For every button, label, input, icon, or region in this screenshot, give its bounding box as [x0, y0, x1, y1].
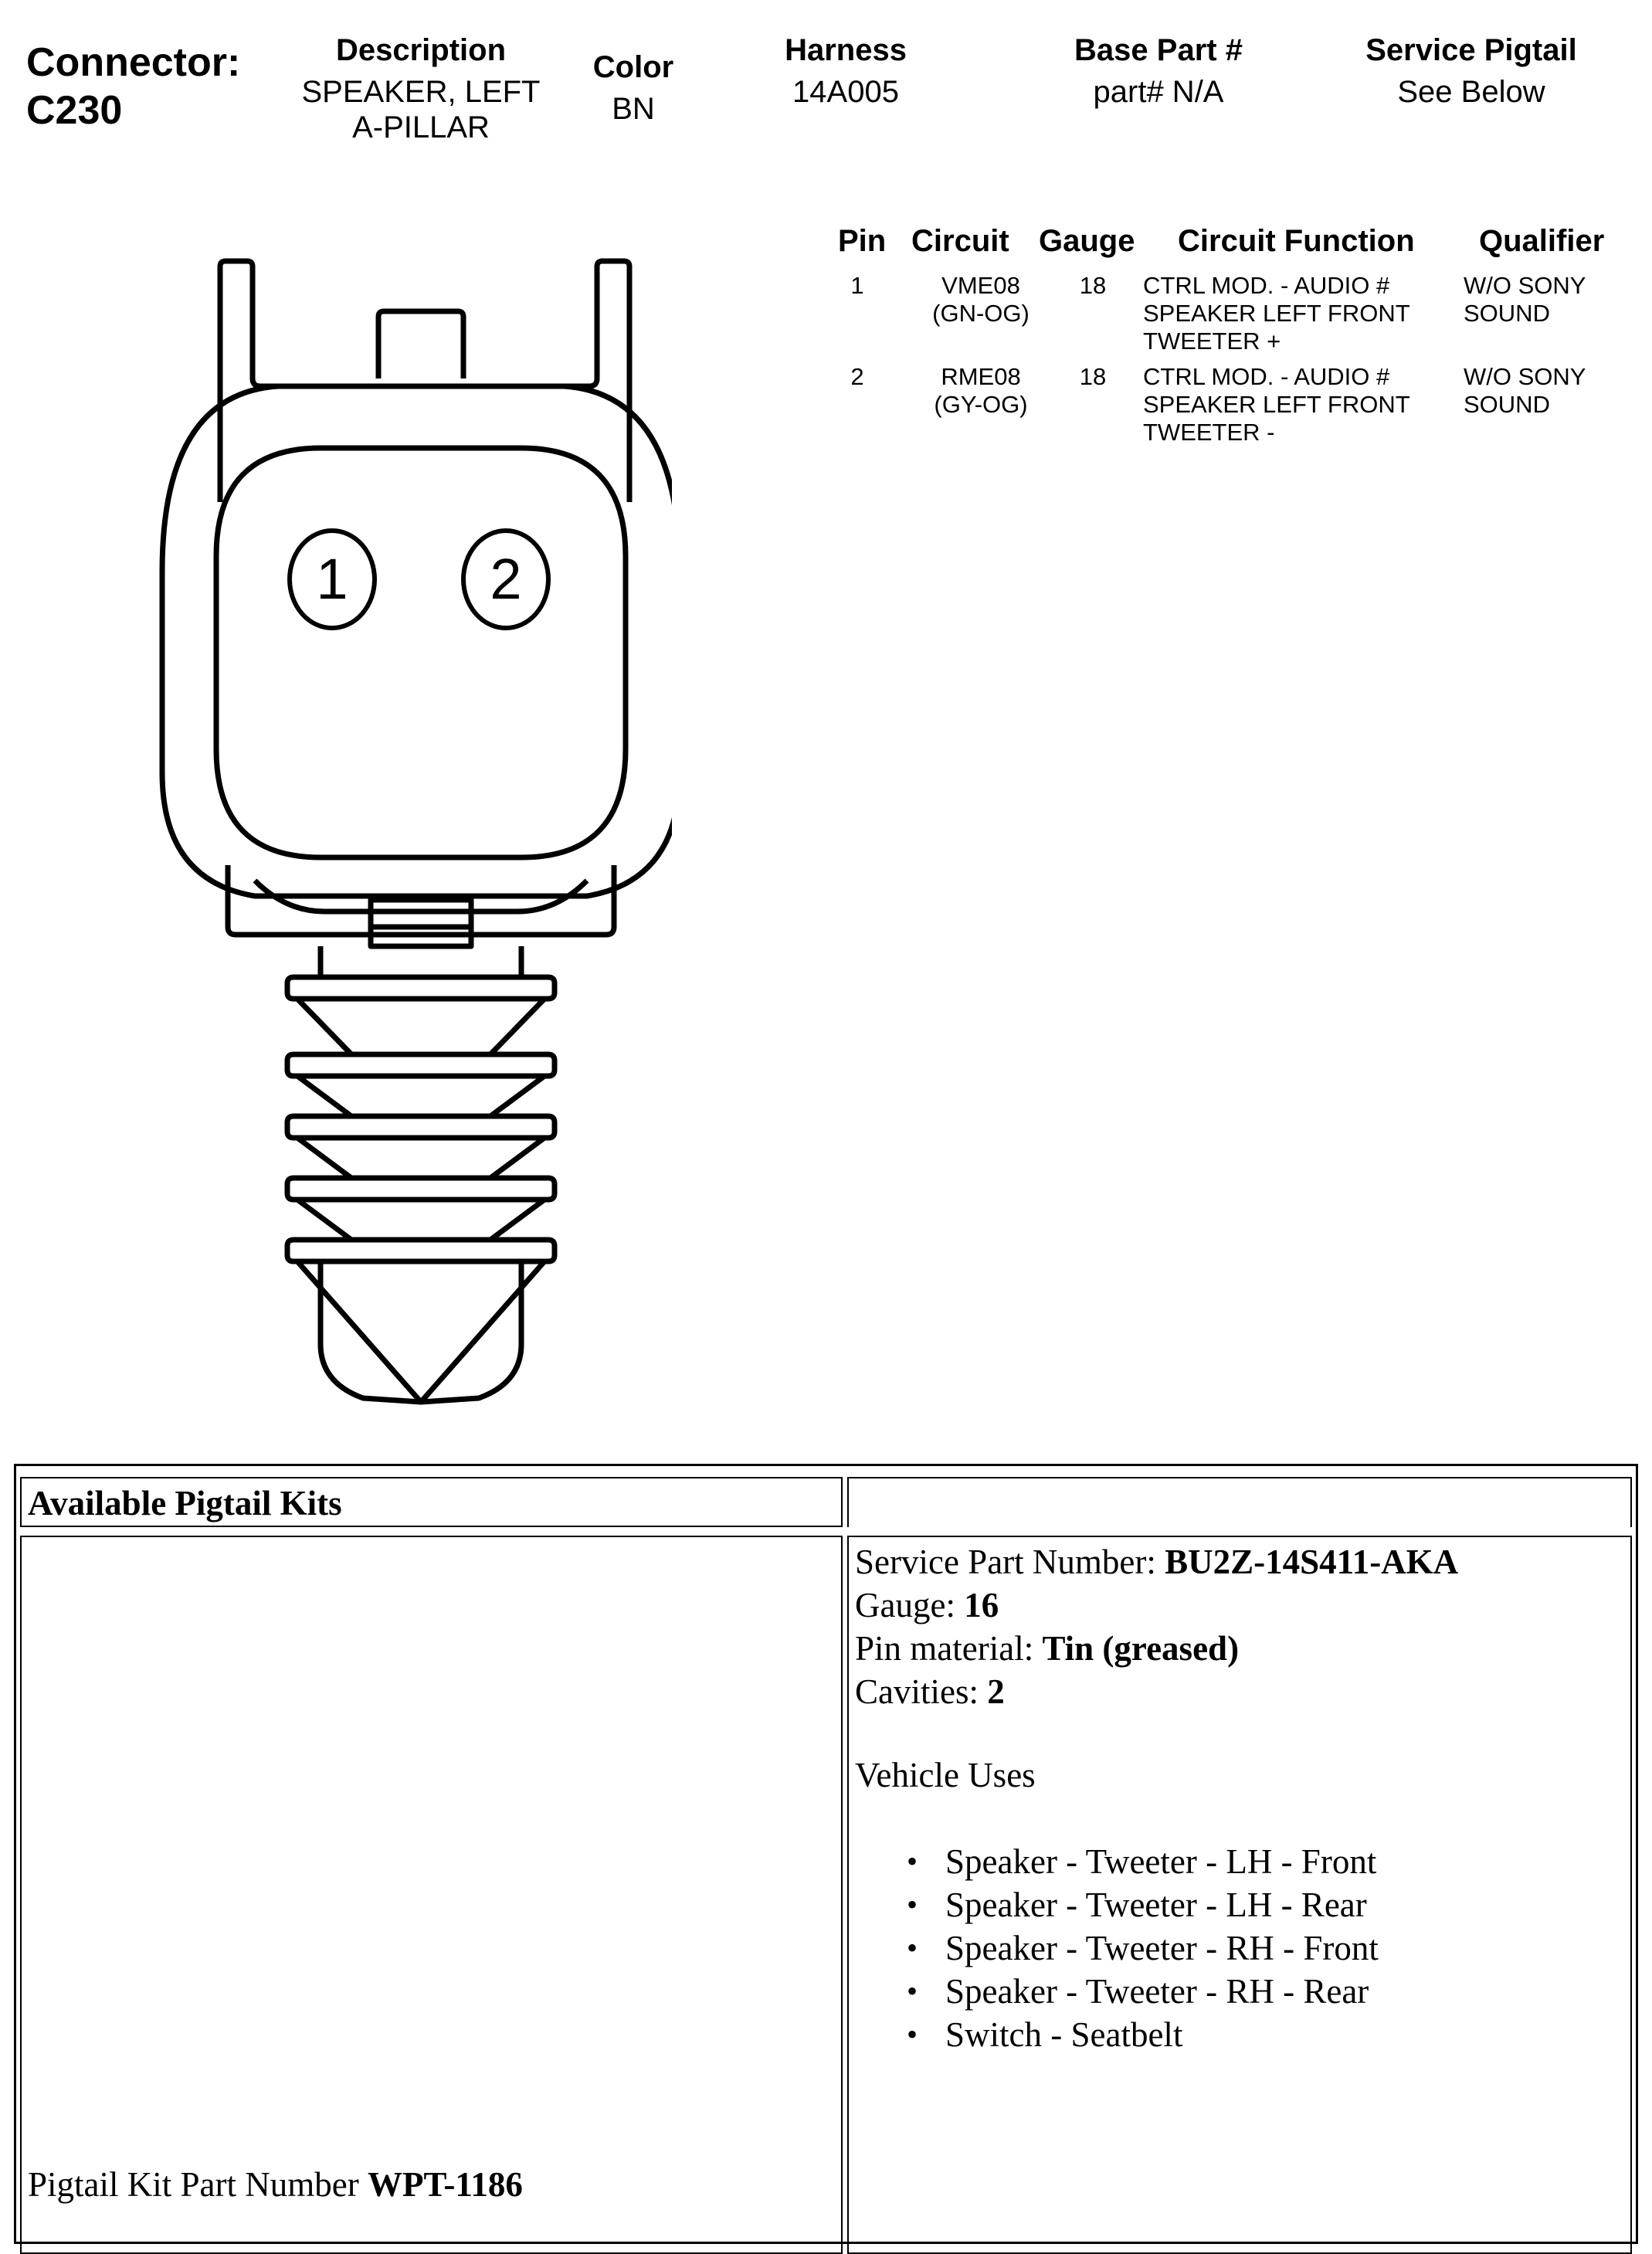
service-part-number: Service Part Number: BU2Z-14S411-AKA: [855, 1540, 1458, 1584]
gauge-spec: Gauge: 16: [855, 1584, 1458, 1627]
function-line: TWEETER -: [1143, 419, 1275, 446]
cavities-spec: Cavities: 2: [855, 1670, 1458, 1713]
pin-2-cavity: 2: [461, 528, 551, 630]
function-line: TWEETER +: [1143, 328, 1281, 355]
pigtail-image-cell: Pigtail Kit Part Number WPT-1186: [20, 1536, 843, 2254]
description-value-line2: A-PILLAR: [352, 110, 490, 144]
pigtail-kit-part-number: Pigtail Kit Part Number WPT-1186: [28, 2164, 523, 2205]
service-part-label: Service Part Number:: [855, 1543, 1165, 1581]
pin-material-label: Pin material:: [855, 1629, 1043, 1668]
list-item: Speaker - Tweeter - LH - Rear: [907, 1883, 1379, 1926]
pin-number: 2: [850, 363, 864, 390]
description-value-line1: SPEAKER, LEFT: [301, 75, 541, 109]
cavities-label: Cavities:: [855, 1672, 988, 1711]
function-line: CTRL MOD. - AUDIO #: [1143, 272, 1390, 299]
function-line: SPEAKER LEFT FRONT: [1143, 300, 1410, 327]
gauge-label: Gauge:: [855, 1586, 965, 1624]
qualifier-cell: W/O SONY SOUND: [1464, 363, 1618, 419]
circuit-code: VME08: [941, 272, 1020, 299]
qualifier-line: W/O SONY: [1464, 363, 1586, 390]
description-header: Description: [335, 33, 507, 67]
connector-label: Connector: C230: [26, 39, 240, 134]
pin-2-label: 2: [490, 547, 521, 611]
circuit-function-header: Circuit Function: [1178, 224, 1415, 258]
vehicle-uses-list: Speaker - Tweeter - LH - Front Speaker -…: [907, 1840, 1379, 2056]
pin-material-value: Tin (greased): [1042, 1629, 1240, 1668]
circuit-color: (GN-OG): [932, 300, 1030, 327]
gauge-header: Gauge: [1039, 224, 1135, 258]
base-part-value: part# N/A: [1093, 75, 1224, 109]
list-item: Speaker - Tweeter - LH - Front: [907, 1840, 1379, 1883]
service-pigtail-column: Service Pigtail See Below: [1336, 31, 1606, 110]
service-pigtail-header: Service Pigtail: [1365, 33, 1577, 67]
color-header: Color: [592, 50, 674, 84]
circuit-header: Circuit: [911, 224, 1009, 258]
function-cell: CTRL MOD. - AUDIO # SPEAKER LEFT FRONT T…: [1143, 272, 1467, 355]
list-item: Speaker - Tweeter - RH - Rear: [907, 1970, 1379, 2013]
gauge-value: 16: [964, 1586, 999, 1624]
function-cell: CTRL MOD. - AUDIO # SPEAKER LEFT FRONT T…: [1143, 363, 1467, 446]
harness-column: Harness 14A005: [749, 31, 942, 110]
list-item: Speaker - Tweeter - RH - Front: [907, 1926, 1379, 1970]
list-item: Switch - Seatbelt: [907, 2013, 1379, 2056]
pin-number: 1: [850, 272, 864, 299]
vehicle-uses-title: Vehicle Uses: [855, 1756, 1036, 1794]
function-line: CTRL MOD. - AUDIO #: [1143, 363, 1390, 390]
function-line: SPEAKER LEFT FRONT: [1143, 391, 1410, 418]
base-part-column: Base Part # part# N/A: [1035, 31, 1282, 110]
connector-housing: [159, 258, 672, 1405]
base-part-header: Base Part #: [1074, 33, 1243, 67]
qualifier-line: SOUND: [1464, 391, 1550, 418]
pigtail-kits-title: Available Pigtail Kits: [28, 1484, 342, 1522]
qualifier-line: W/O SONY: [1464, 272, 1586, 299]
connector-label-text: Connector:: [26, 40, 241, 85]
pigtail-kit-part-value: WPT-1186: [367, 2165, 523, 2204]
pigtail-kits-title-cell: Available Pigtail Kits: [20, 1477, 843, 1527]
circuit-code: RME08: [941, 363, 1021, 390]
pigtail-kits-header-empty-cell: [847, 1477, 1632, 1527]
circuit-cell: VME08 (GN-OG): [900, 272, 1062, 328]
pigtail-details-cell: Service Part Number: BU2Z-14S411-AKA Gau…: [847, 1536, 1632, 2254]
harness-header: Harness: [785, 33, 907, 67]
description-column: Description SPEAKER, LEFT A-PILLAR: [278, 31, 564, 145]
harness-value: 14A005: [792, 75, 899, 109]
qualifier-cell: W/O SONY SOUND: [1464, 272, 1618, 328]
pin-header: Pin: [838, 224, 887, 258]
qualifier-header: Qualifier: [1479, 224, 1605, 258]
qualifier-line: SOUND: [1464, 300, 1550, 327]
pigtail-specs: Service Part Number: BU2Z-14S411-AKA Gau…: [855, 1540, 1458, 1713]
pin-1-label: 1: [316, 547, 348, 611]
pin-material-spec: Pin material: Tin (greased): [855, 1627, 1458, 1670]
service-pigtail-value: See Below: [1397, 75, 1545, 109]
color-column: Color BN: [572, 48, 695, 127]
pin-1-cavity: 1: [287, 528, 377, 630]
connector-diagram: 1 2: [159, 258, 672, 1405]
gauge-cell: 18: [1079, 363, 1107, 390]
cavities-value: 2: [987, 1672, 1005, 1711]
pigtail-kit-part-label: Pigtail Kit Part Number: [28, 2165, 368, 2204]
circuit-cell: RME08 (GY-OG): [900, 363, 1062, 419]
circuit-color: (GY-OG): [934, 391, 1028, 418]
color-value: BN: [612, 92, 655, 126]
service-part-value: BU2Z-14S411-AKA: [1165, 1543, 1459, 1581]
connector-id: C230: [26, 88, 123, 133]
gauge-cell: 18: [1079, 272, 1107, 299]
